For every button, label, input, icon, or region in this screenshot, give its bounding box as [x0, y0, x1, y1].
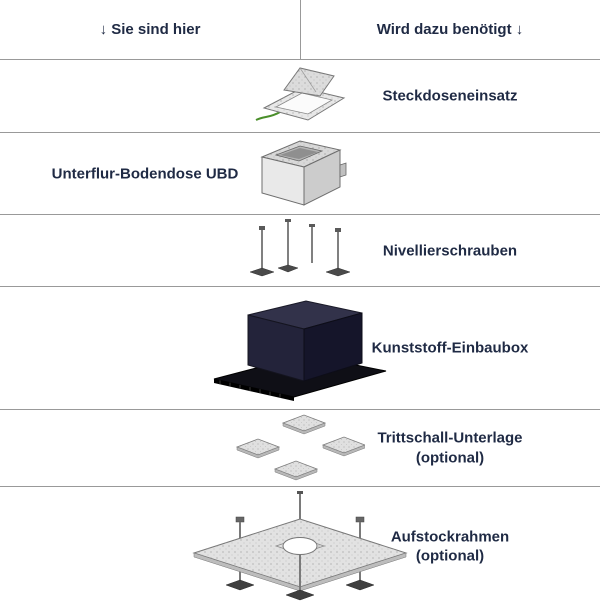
row-unterflur-bodendose: Unterflur-Bodendose UBD	[0, 133, 600, 215]
header-column-divider	[300, 0, 301, 59]
unterflur-bodendose-icon	[260, 139, 347, 206]
row-nivellierschrauben: Nivellierschrauben	[0, 215, 600, 287]
row-label-kunststoff-einbaubox: Kunststoff-Einbaubox	[371, 339, 529, 357]
kunststoff-einbaubox-illustration	[210, 293, 390, 403]
row-label-trittschall-main: Trittschall-Unterlage	[377, 429, 523, 447]
row-kunststoff-einbaubox: Kunststoff-Einbaubox	[0, 287, 600, 410]
row-trittschall-unterlage: Trittschall-Unterlage (optional)	[0, 410, 600, 487]
row-label-steckdoseneinsatz: Steckdoseneinsatz	[382, 87, 518, 105]
row-label-aufstockrahmen: Aufstockrahmen (optional)	[340, 527, 560, 566]
aufstockrahmen-illustration	[180, 490, 420, 603]
kunststoff-einbaubox-icon	[213, 300, 387, 401]
nivellierschrauben-illustration	[248, 218, 352, 283]
header-left-label: ↓ Sie sind hier	[99, 21, 201, 38]
steckdoseneinsatz-illustration	[250, 64, 350, 128]
row-label-nivellierschrauben: Nivellierschrauben	[382, 241, 518, 259]
row-label-trittschall-unterlage: Trittschall-Unterlage (optional)	[340, 429, 560, 468]
row-aufstockrahmen: Aufstockrahmen (optional)	[0, 487, 600, 606]
unterflur-bodendose-illustration	[252, 135, 348, 213]
row-label-trittschall-note: (optional)	[415, 449, 485, 466]
steckdoseneinsatz-icon	[255, 67, 346, 121]
row-label-unterflur-bodendose: Unterflur-Bodendose UBD	[51, 164, 239, 182]
trittschall-unterlage-icon	[235, 414, 367, 481]
header-row: ↓ Sie sind hier Wird dazu benötigt ↓	[0, 0, 600, 60]
nivellierschrauben-icon	[249, 218, 351, 276]
aufstockrahmen-icon	[192, 490, 408, 600]
row-label-aufstockrahmen-note: (optional)	[415, 547, 485, 565]
header-right-label: Wird dazu benötigt ↓	[376, 21, 524, 38]
row-steckdoseneinsatz: Steckdoseneinsatz	[0, 60, 600, 133]
trittschall-unterlage-illustration	[235, 414, 367, 482]
row-label-aufstockrahmen-main: Aufstockrahmen	[390, 528, 510, 545]
